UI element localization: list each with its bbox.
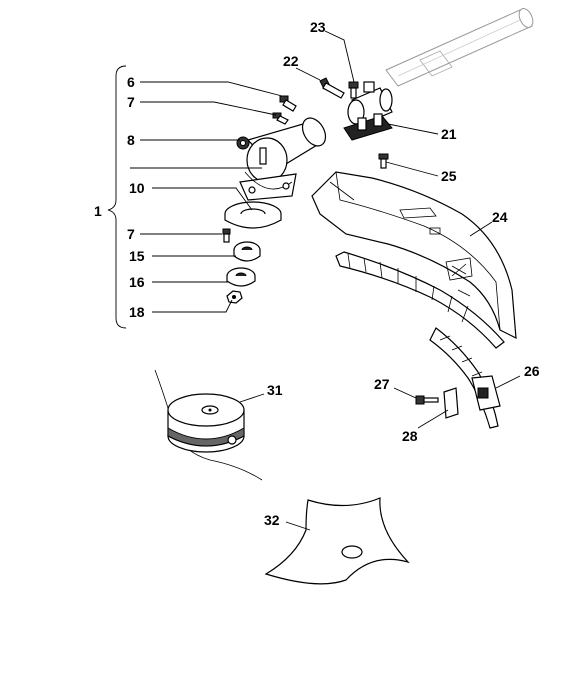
callout-32: 32 bbox=[264, 512, 280, 528]
callout-8: 8 bbox=[127, 132, 135, 148]
group-label: 1 bbox=[94, 203, 102, 219]
gearbox-head bbox=[239, 117, 327, 201]
trimmer-head-31 bbox=[154, 369, 263, 481]
group-bracket bbox=[107, 65, 127, 329]
screw-27 bbox=[415, 395, 439, 405]
guard-24 bbox=[311, 171, 517, 349]
callout-15: 15 bbox=[129, 248, 145, 264]
callout-10: 10 bbox=[129, 180, 145, 196]
line-cutter-blade-26 bbox=[429, 327, 501, 429]
screw-7-lower bbox=[222, 228, 231, 243]
screw-7-top bbox=[272, 112, 289, 125]
callout-7-top: 7 bbox=[127, 94, 135, 110]
grease-plug-8 bbox=[236, 136, 250, 150]
bolt-22 bbox=[319, 77, 345, 99]
callout-25: 25 bbox=[441, 168, 457, 184]
drive-washer-15 bbox=[233, 241, 261, 262]
plate-28 bbox=[443, 387, 459, 419]
callout-18: 18 bbox=[129, 304, 145, 320]
callout-21: 21 bbox=[441, 126, 457, 142]
nut-18 bbox=[226, 290, 243, 304]
leader-lines bbox=[130, 30, 521, 531]
callout-22: 22 bbox=[283, 53, 299, 69]
flange-10 bbox=[224, 201, 282, 229]
callout-23: 23 bbox=[310, 19, 326, 35]
washer-16 bbox=[226, 267, 256, 287]
callout-27: 27 bbox=[374, 376, 390, 392]
callout-labels: 1 6 7 8 10 7 15 16 18 23 22 21 25 24 26 … bbox=[94, 19, 540, 528]
bolt-23 bbox=[348, 81, 359, 99]
callout-31: 31 bbox=[267, 382, 283, 398]
callout-26: 26 bbox=[524, 363, 540, 379]
callout-6: 6 bbox=[127, 74, 135, 90]
screw-25 bbox=[378, 153, 389, 169]
callout-16: 16 bbox=[129, 274, 145, 290]
callout-7-lower: 7 bbox=[127, 226, 135, 242]
screw-6 bbox=[279, 95, 297, 112]
callout-28: 28 bbox=[402, 428, 418, 444]
shaft-clamp-bracket bbox=[343, 81, 393, 141]
callout-24: 24 bbox=[492, 209, 508, 225]
three-point-blade-32 bbox=[264, 497, 410, 585]
drive-shaft-tube bbox=[385, 8, 534, 87]
